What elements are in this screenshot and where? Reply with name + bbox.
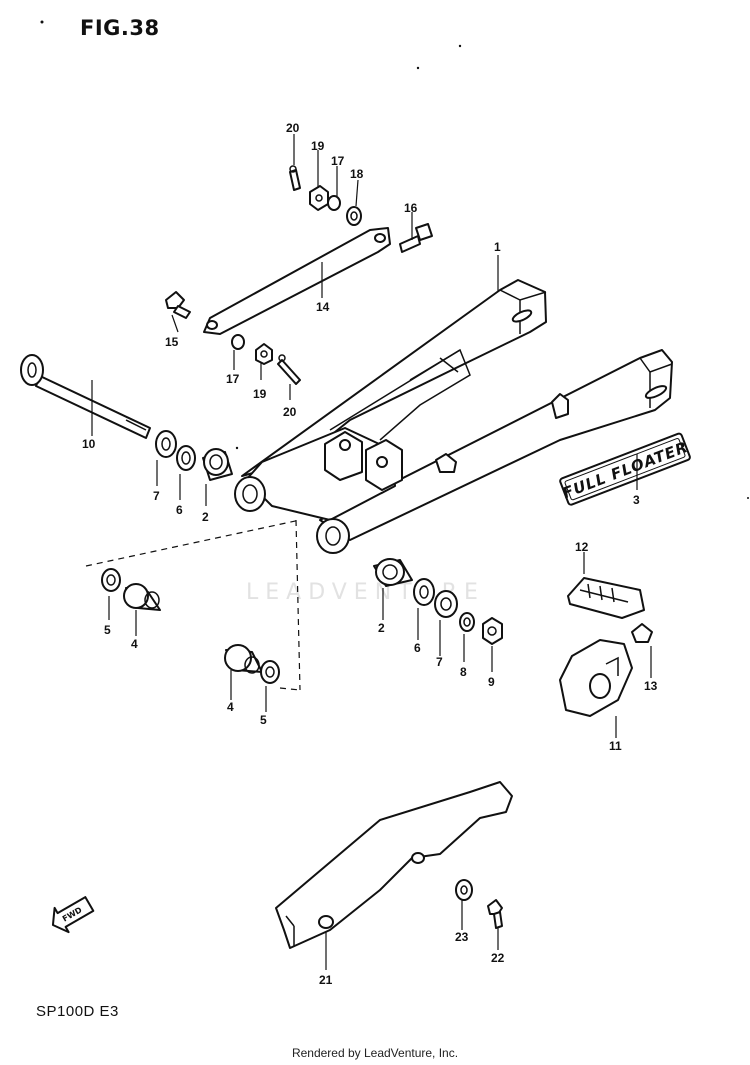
callout-22: 22 — [491, 951, 505, 965]
washer-23 — [455, 879, 473, 901]
callout-8: 8 — [460, 665, 467, 679]
bolt-22 — [487, 899, 503, 929]
callout-5-left: 5 — [104, 623, 111, 637]
callout-13: 13 — [644, 679, 658, 693]
callout-9: 9 — [488, 675, 495, 689]
callout-1: 1 — [494, 240, 501, 254]
ring-5-left — [101, 568, 121, 592]
assembly-line-bottom — [279, 687, 301, 691]
full-floater-decal: FULL FLOATER — [559, 432, 691, 506]
bolt-13 — [631, 623, 653, 643]
chain-adjuster — [567, 577, 645, 619]
bush-2-left — [202, 448, 233, 481]
callout-2-left: 2 — [202, 510, 209, 524]
nut-9 — [482, 617, 503, 645]
callout-20-lower: 20 — [283, 405, 297, 419]
callouts: 1 3 20 19 17 18 16 14 15 17 19 20 10 7 6… — [82, 121, 658, 987]
callout-17-lower: 17 — [226, 372, 240, 386]
bush-2-right — [373, 558, 413, 587]
callout-19-upper: 19 — [311, 139, 325, 153]
callout-20-upper: 20 — [286, 121, 300, 135]
callout-15: 15 — [165, 335, 179, 349]
callout-12: 12 — [575, 540, 589, 554]
callout-4-left: 4 — [131, 637, 138, 651]
leader-lines — [91, 134, 652, 970]
washer-upper — [346, 206, 362, 226]
lock-washer-upper — [327, 195, 341, 211]
pivot-shaft — [20, 354, 151, 439]
scan-specks — [40, 20, 749, 499]
callout-17-upper: 17 — [331, 154, 345, 168]
assembly-line-left — [85, 519, 301, 567]
callout-6-right: 6 — [414, 641, 421, 655]
callout-14: 14 — [316, 300, 330, 314]
model-code: SP100D E3 — [36, 1003, 119, 1020]
callout-10: 10 — [82, 437, 96, 451]
chain-case — [275, 781, 513, 949]
torque-link — [203, 227, 391, 335]
assembly-line-vertical — [295, 519, 301, 691]
seal-6-right — [413, 578, 435, 606]
callout-6-left: 6 — [176, 503, 183, 517]
chain-guard-11 — [559, 639, 633, 717]
callout-16: 16 — [404, 201, 418, 215]
nut-lower — [255, 343, 273, 365]
callout-21: 21 — [319, 973, 333, 987]
washer-7-left — [155, 430, 177, 458]
decal-text: FULL FLOATER — [560, 438, 691, 502]
callout-2-right: 2 — [378, 621, 385, 635]
callout-4-lower: 4 — [227, 700, 234, 714]
bearing-4-left — [123, 583, 161, 611]
bolt-upper — [399, 223, 433, 253]
footer-credit: Rendered by LeadVenture, Inc. — [291, 1046, 459, 1060]
callout-7-left: 7 — [153, 489, 160, 503]
callout-3: 3 — [633, 493, 640, 507]
ring-5-lower — [260, 660, 280, 684]
lock-washer-lower — [231, 334, 245, 350]
figure-title: FIG.38 — [80, 16, 160, 40]
callout-19-lower: 19 — [253, 387, 267, 401]
bearing-4-lower — [224, 644, 263, 674]
swingarm — [234, 279, 673, 554]
callout-18: 18 — [350, 167, 364, 181]
forward-arrow-icon: FWD — [51, 896, 95, 934]
cotter-pin-upper — [289, 165, 301, 191]
seal-6-left — [176, 445, 196, 471]
callout-7-right: 7 — [436, 655, 443, 669]
callout-5-lower: 5 — [260, 713, 267, 727]
callout-23: 23 — [455, 930, 469, 944]
nut-upper — [309, 185, 329, 211]
washer-8 — [459, 612, 475, 632]
callout-11: 11 — [609, 739, 622, 753]
bolt-left — [165, 291, 191, 319]
cotter-pin-lower — [277, 354, 301, 385]
washer-7-right — [434, 590, 458, 618]
